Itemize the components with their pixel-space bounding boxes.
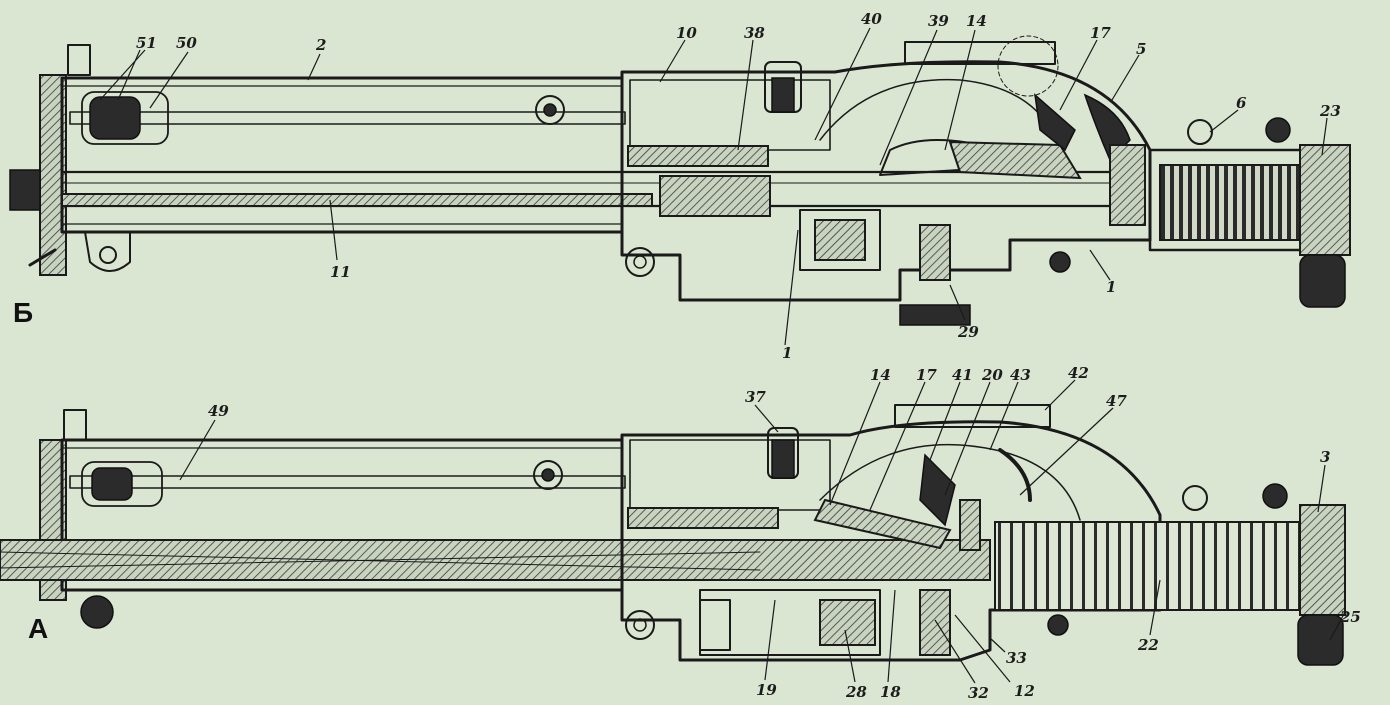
- callout-b-1-right: 1: [1106, 278, 1116, 296]
- view-b-lower-handle: [899, 304, 971, 326]
- callout-b-14: 14: [966, 12, 987, 30]
- view-a-rear-grip: [1297, 614, 1344, 666]
- callout-b-38: 38: [744, 24, 765, 42]
- view-b-bolt-head: [659, 175, 771, 217]
- view-b-lock-lever: [948, 140, 1082, 180]
- callout-b-50: 50: [176, 34, 197, 52]
- callout-a-12: 12: [1014, 682, 1035, 700]
- callout-a-33: 33: [1006, 649, 1027, 667]
- callout-a-17: 17: [916, 366, 937, 384]
- view-a-barrel: [0, 539, 991, 581]
- callout-a-37: 37: [745, 388, 766, 406]
- callout-b-5: 5: [1136, 40, 1146, 58]
- view-a-trigger-lever: [919, 453, 956, 527]
- callout-a-32: 32: [968, 684, 989, 702]
- callout-b-10: 10: [676, 24, 697, 42]
- callout-a-42: 42: [1068, 364, 1089, 382]
- view-b-plug: [89, 96, 141, 140]
- callout-b-1-bottom: 1: [782, 344, 792, 362]
- view-a-lock-lever: [813, 498, 952, 550]
- callout-a-20: 20: [981, 366, 1003, 384]
- callout-b-6: 6: [1236, 94, 1247, 112]
- view-b-muzzle-nut: [9, 169, 41, 211]
- callout-a-43: 43: [1010, 366, 1031, 384]
- leader-lines: [99, 27, 1346, 684]
- view-b-receiver: [620, 60, 1152, 302]
- view-b-front-bracket: [84, 231, 131, 272]
- callout-b-40: 40: [861, 10, 882, 28]
- view-b-letter: Б: [13, 297, 33, 328]
- view-a-callouts: 49 37 14 17 41 20 43 42 47 3 25 22 33 12…: [208, 364, 1361, 702]
- view-b-drawing: [9, 35, 1351, 326]
- callout-a-3: 3: [1320, 448, 1330, 466]
- view-a-drawing: [0, 404, 1346, 666]
- callout-b-39: 39: [928, 12, 949, 30]
- callout-a-19: 19: [756, 681, 777, 699]
- view-a-rear-plate: [1299, 504, 1346, 616]
- view-b-rear-grip: [1299, 254, 1346, 308]
- view-b-trigger-lever: [1033, 93, 1076, 152]
- callout-a-22: 22: [1137, 636, 1159, 654]
- callout-a-18: 18: [880, 683, 901, 701]
- callout-b-51: 51: [136, 34, 157, 52]
- callout-b-23: 23: [1319, 102, 1341, 120]
- callout-b-17: 17: [1090, 24, 1111, 42]
- callout-b-2: 2: [315, 36, 326, 54]
- callout-a-14: 14: [870, 366, 891, 384]
- view-a-return-spring: [994, 521, 1306, 611]
- callout-a-47: 47: [1106, 392, 1127, 410]
- view-a-steam-tube: [69, 475, 626, 489]
- callout-b-29: 29: [957, 323, 979, 341]
- view-b-rear-plate: [1299, 144, 1351, 256]
- callout-a-41: 41: [952, 366, 973, 384]
- view-a-front-nut: [80, 595, 114, 629]
- callout-b-11: 11: [330, 263, 351, 281]
- view-b-steam-tube: [69, 111, 626, 125]
- view-b-top-knob: [67, 44, 91, 76]
- view-a-letter: А: [28, 613, 48, 644]
- view-b-callouts: 51 50 2 10 38 40 39 14 17 5 6 23 11 1 29…: [136, 10, 1341, 362]
- callout-a-49: 49: [208, 402, 229, 420]
- callout-a-28: 28: [845, 683, 867, 701]
- callout-a-25: 25: [1339, 608, 1361, 626]
